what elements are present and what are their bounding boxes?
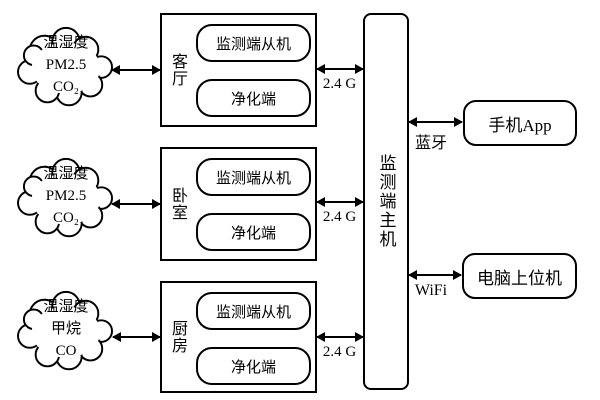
cloud-text: 温湿度 PM2.5 CO₂ xyxy=(15,163,117,229)
room-box-bedroom: 卧室 监测端从机 净化端 xyxy=(160,147,317,261)
phone-app-node: 手机App xyxy=(463,100,577,146)
monitor-master-hub: 监测端主机 xyxy=(363,13,409,390)
bluetooth-label: 蓝牙 xyxy=(414,135,447,152)
hub-label: 监测端主机 xyxy=(376,154,396,249)
arrow-livingroom-hub xyxy=(316,64,364,74)
sensor-line: 温湿度 xyxy=(43,35,89,51)
pc-host-node: 电脑上位机 xyxy=(462,253,577,299)
room-label: 客厅 xyxy=(169,53,186,87)
sensor-line: PM2.5 xyxy=(45,57,87,73)
purifier-node: 净化端 xyxy=(196,347,311,385)
monitor-slave-node: 监测端从机 xyxy=(196,158,311,196)
link-label-2.4g-1: 2.4 G xyxy=(322,76,357,92)
wifi-label: WiFi xyxy=(414,282,448,299)
arrow-hub-pc xyxy=(408,270,462,280)
sensor-line: 温湿度 xyxy=(43,166,89,182)
sensor-line: CO₂ xyxy=(52,210,80,226)
sensor-line: PM2.5 xyxy=(45,188,87,204)
link-label-2.4g-2: 2.4 G xyxy=(322,209,357,225)
room-box-kitchen: 厨房 监测端从机 净化端 xyxy=(160,281,317,393)
monitor-slave-node: 监测端从机 xyxy=(196,24,311,62)
room-label: 厨房 xyxy=(169,320,186,354)
sensor-cloud-living-room: 温湿度 PM2.5 CO₂ xyxy=(15,23,117,117)
link-label-2.4g-3: 2.4 G xyxy=(322,344,357,360)
purifier-node: 净化端 xyxy=(196,213,311,251)
arrow-cloud-bedroom xyxy=(111,199,161,209)
cloud-text: 温湿度 PM2.5 CO₂ xyxy=(15,32,117,98)
arrow-hub-phone xyxy=(408,117,463,127)
sensor-line: CO₂ xyxy=(52,79,80,95)
sensor-cloud-bedroom: 温湿度 PM2.5 CO₂ xyxy=(15,154,117,248)
sensor-cloud-kitchen: 温湿度 甲烷 CO xyxy=(15,287,117,381)
arrow-cloud-kitchen xyxy=(112,332,161,342)
sensor-line: 温湿度 xyxy=(43,299,89,315)
monitor-slave-node: 监测端从机 xyxy=(196,292,311,330)
arrow-cloud-livingroom xyxy=(111,65,161,75)
purifier-node: 净化端 xyxy=(196,79,311,117)
arrow-kitchen-hub xyxy=(316,332,364,342)
sensor-line: CO xyxy=(55,343,77,359)
arrow-bedroom-hub xyxy=(316,197,364,207)
sensor-line: 甲烷 xyxy=(50,321,81,337)
cloud-text: 温湿度 甲烷 CO xyxy=(15,296,117,362)
room-box-living-room: 客厅 监测端从机 净化端 xyxy=(160,13,317,127)
room-label: 卧室 xyxy=(169,187,186,221)
